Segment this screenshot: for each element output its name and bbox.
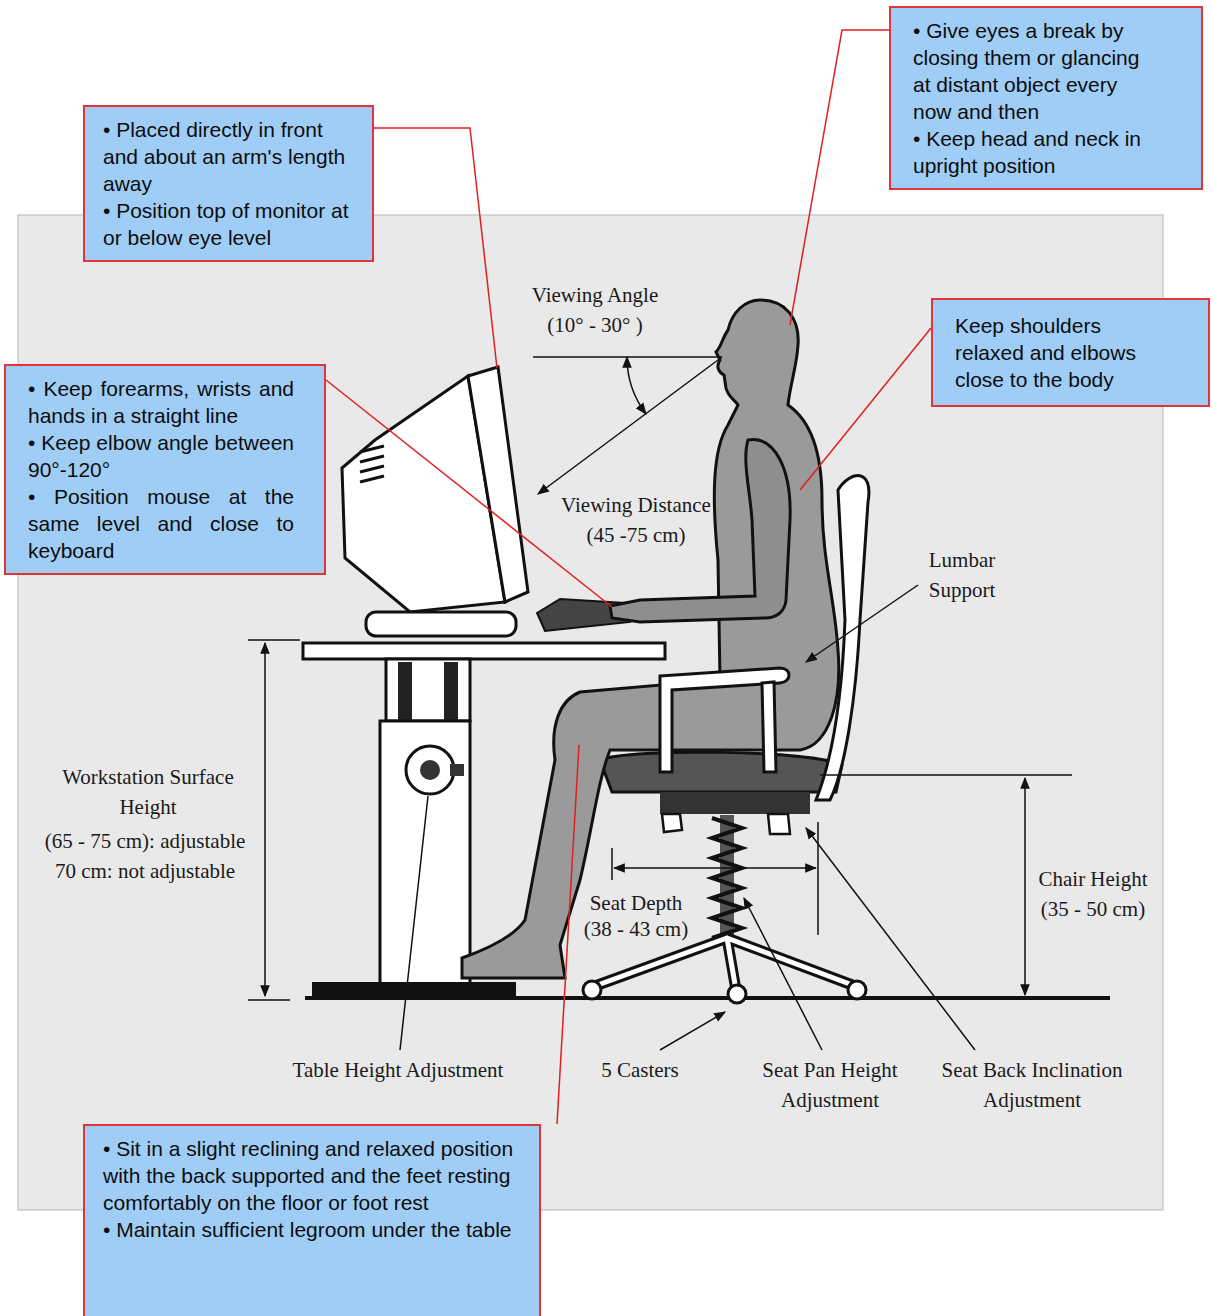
callout-text: • Sit in a slight reclining and relaxed … xyxy=(103,1135,515,1216)
dimension-value: (35 - 50 cm) xyxy=(1041,894,1145,924)
dimension-label: Viewing Distance xyxy=(561,490,711,520)
dimension-tick xyxy=(611,848,613,880)
dimension-label: Seat Depth xyxy=(590,888,683,918)
callout-text: • Position mouse at the same level and c… xyxy=(28,483,294,564)
callout-text: • Keep forearms, wrists and hands in a s… xyxy=(28,375,294,429)
dimension-tick xyxy=(817,822,819,935)
dimension-value: (38 - 43 cm) xyxy=(584,914,688,944)
desk-foot xyxy=(312,982,516,998)
dimension-value: 70 cm: not adjustable xyxy=(55,856,235,886)
seated-person xyxy=(462,300,839,978)
seat-lever xyxy=(662,814,682,832)
dimension-value: (45 -75 cm) xyxy=(586,520,685,550)
callout-box: • Give eyes a break by closing them or g… xyxy=(889,6,1203,190)
callout-leader xyxy=(790,30,889,325)
dimension-label: Viewing Angle xyxy=(532,280,658,310)
leader-line xyxy=(806,828,975,1050)
callout-leader xyxy=(800,328,931,490)
callout-text: • Placed directly in front and about an … xyxy=(103,116,350,197)
seat-mechanism xyxy=(660,792,810,814)
chair-spring xyxy=(712,818,742,938)
callout-text: • Keep head and neck in upright position xyxy=(913,125,1161,179)
part-label: Table Height Adjustment xyxy=(293,1055,504,1085)
callout-text: Keep shoulders relaxed and elbows close … xyxy=(955,312,1164,393)
chair-height-arrow xyxy=(1024,778,1026,995)
dimension-value: (10° - 30° ) xyxy=(547,310,643,340)
callout-leader xyxy=(557,745,579,1124)
callout-box: • Keep forearms, wrists and hands in a s… xyxy=(4,364,326,575)
dimension-tick xyxy=(820,774,1072,776)
callout-box: Keep shoulders relaxed and elbows close … xyxy=(931,298,1210,407)
dimension-tick xyxy=(248,999,290,1001)
monitor-bezel xyxy=(468,367,528,602)
armrest xyxy=(660,668,789,772)
desk-bracket-bar xyxy=(398,662,412,720)
height-knob-handle xyxy=(450,764,464,776)
caster xyxy=(728,985,746,1003)
dimension-label: Workstation Surface Height xyxy=(43,762,253,822)
dimension-label: Chair Height xyxy=(1038,864,1147,894)
callout-text: • Maintain sufficient legroom under the … xyxy=(103,1216,515,1243)
monitor-stand xyxy=(366,612,516,636)
chair-legs xyxy=(595,938,855,990)
part-label: 5 Casters xyxy=(601,1055,679,1085)
seat-lever xyxy=(768,814,790,834)
seat-depth-arrow xyxy=(614,867,816,869)
caster xyxy=(848,981,866,999)
leader-line xyxy=(400,796,428,1050)
armrest-support xyxy=(762,682,776,772)
leader-line xyxy=(806,585,918,662)
desk-column xyxy=(380,721,470,984)
height-knob-hub xyxy=(420,760,440,780)
leader-line xyxy=(744,898,822,1050)
callout-text: • Give eyes a break by closing them or g… xyxy=(913,17,1161,125)
part-label: Seat Back Inclination Adjustment xyxy=(927,1055,1137,1115)
seat-cushion xyxy=(600,752,842,792)
monitor-vents xyxy=(360,446,384,482)
desk-height-arrow xyxy=(264,643,266,996)
callout-text: • Keep elbow angle between 90°-120° xyxy=(28,429,294,483)
viewing-distance-arrow xyxy=(538,357,722,494)
callout-box: • Placed directly in front and about an … xyxy=(83,105,374,262)
desk-bracket-bar xyxy=(444,662,458,720)
callout-text: • Position top of monitor at or below ey… xyxy=(103,197,350,251)
desk-top xyxy=(303,643,665,659)
dimension-value: (65 - 75 cm): adjustable xyxy=(45,826,246,856)
caster xyxy=(583,981,601,999)
dimension-tick xyxy=(248,639,300,641)
callout-leader xyxy=(374,128,497,368)
leader-line xyxy=(660,1012,725,1050)
desk-bracket xyxy=(386,659,470,721)
callout-box: • Sit in a slight reclining and relaxed … xyxy=(83,1124,541,1316)
part-label: Lumbar Support xyxy=(912,545,1012,605)
part-label: Seat Pan Height Adjustment xyxy=(748,1055,913,1115)
height-knob xyxy=(406,746,454,794)
viewing-angle-arc xyxy=(627,357,646,414)
chair-legs-outline xyxy=(595,938,855,990)
